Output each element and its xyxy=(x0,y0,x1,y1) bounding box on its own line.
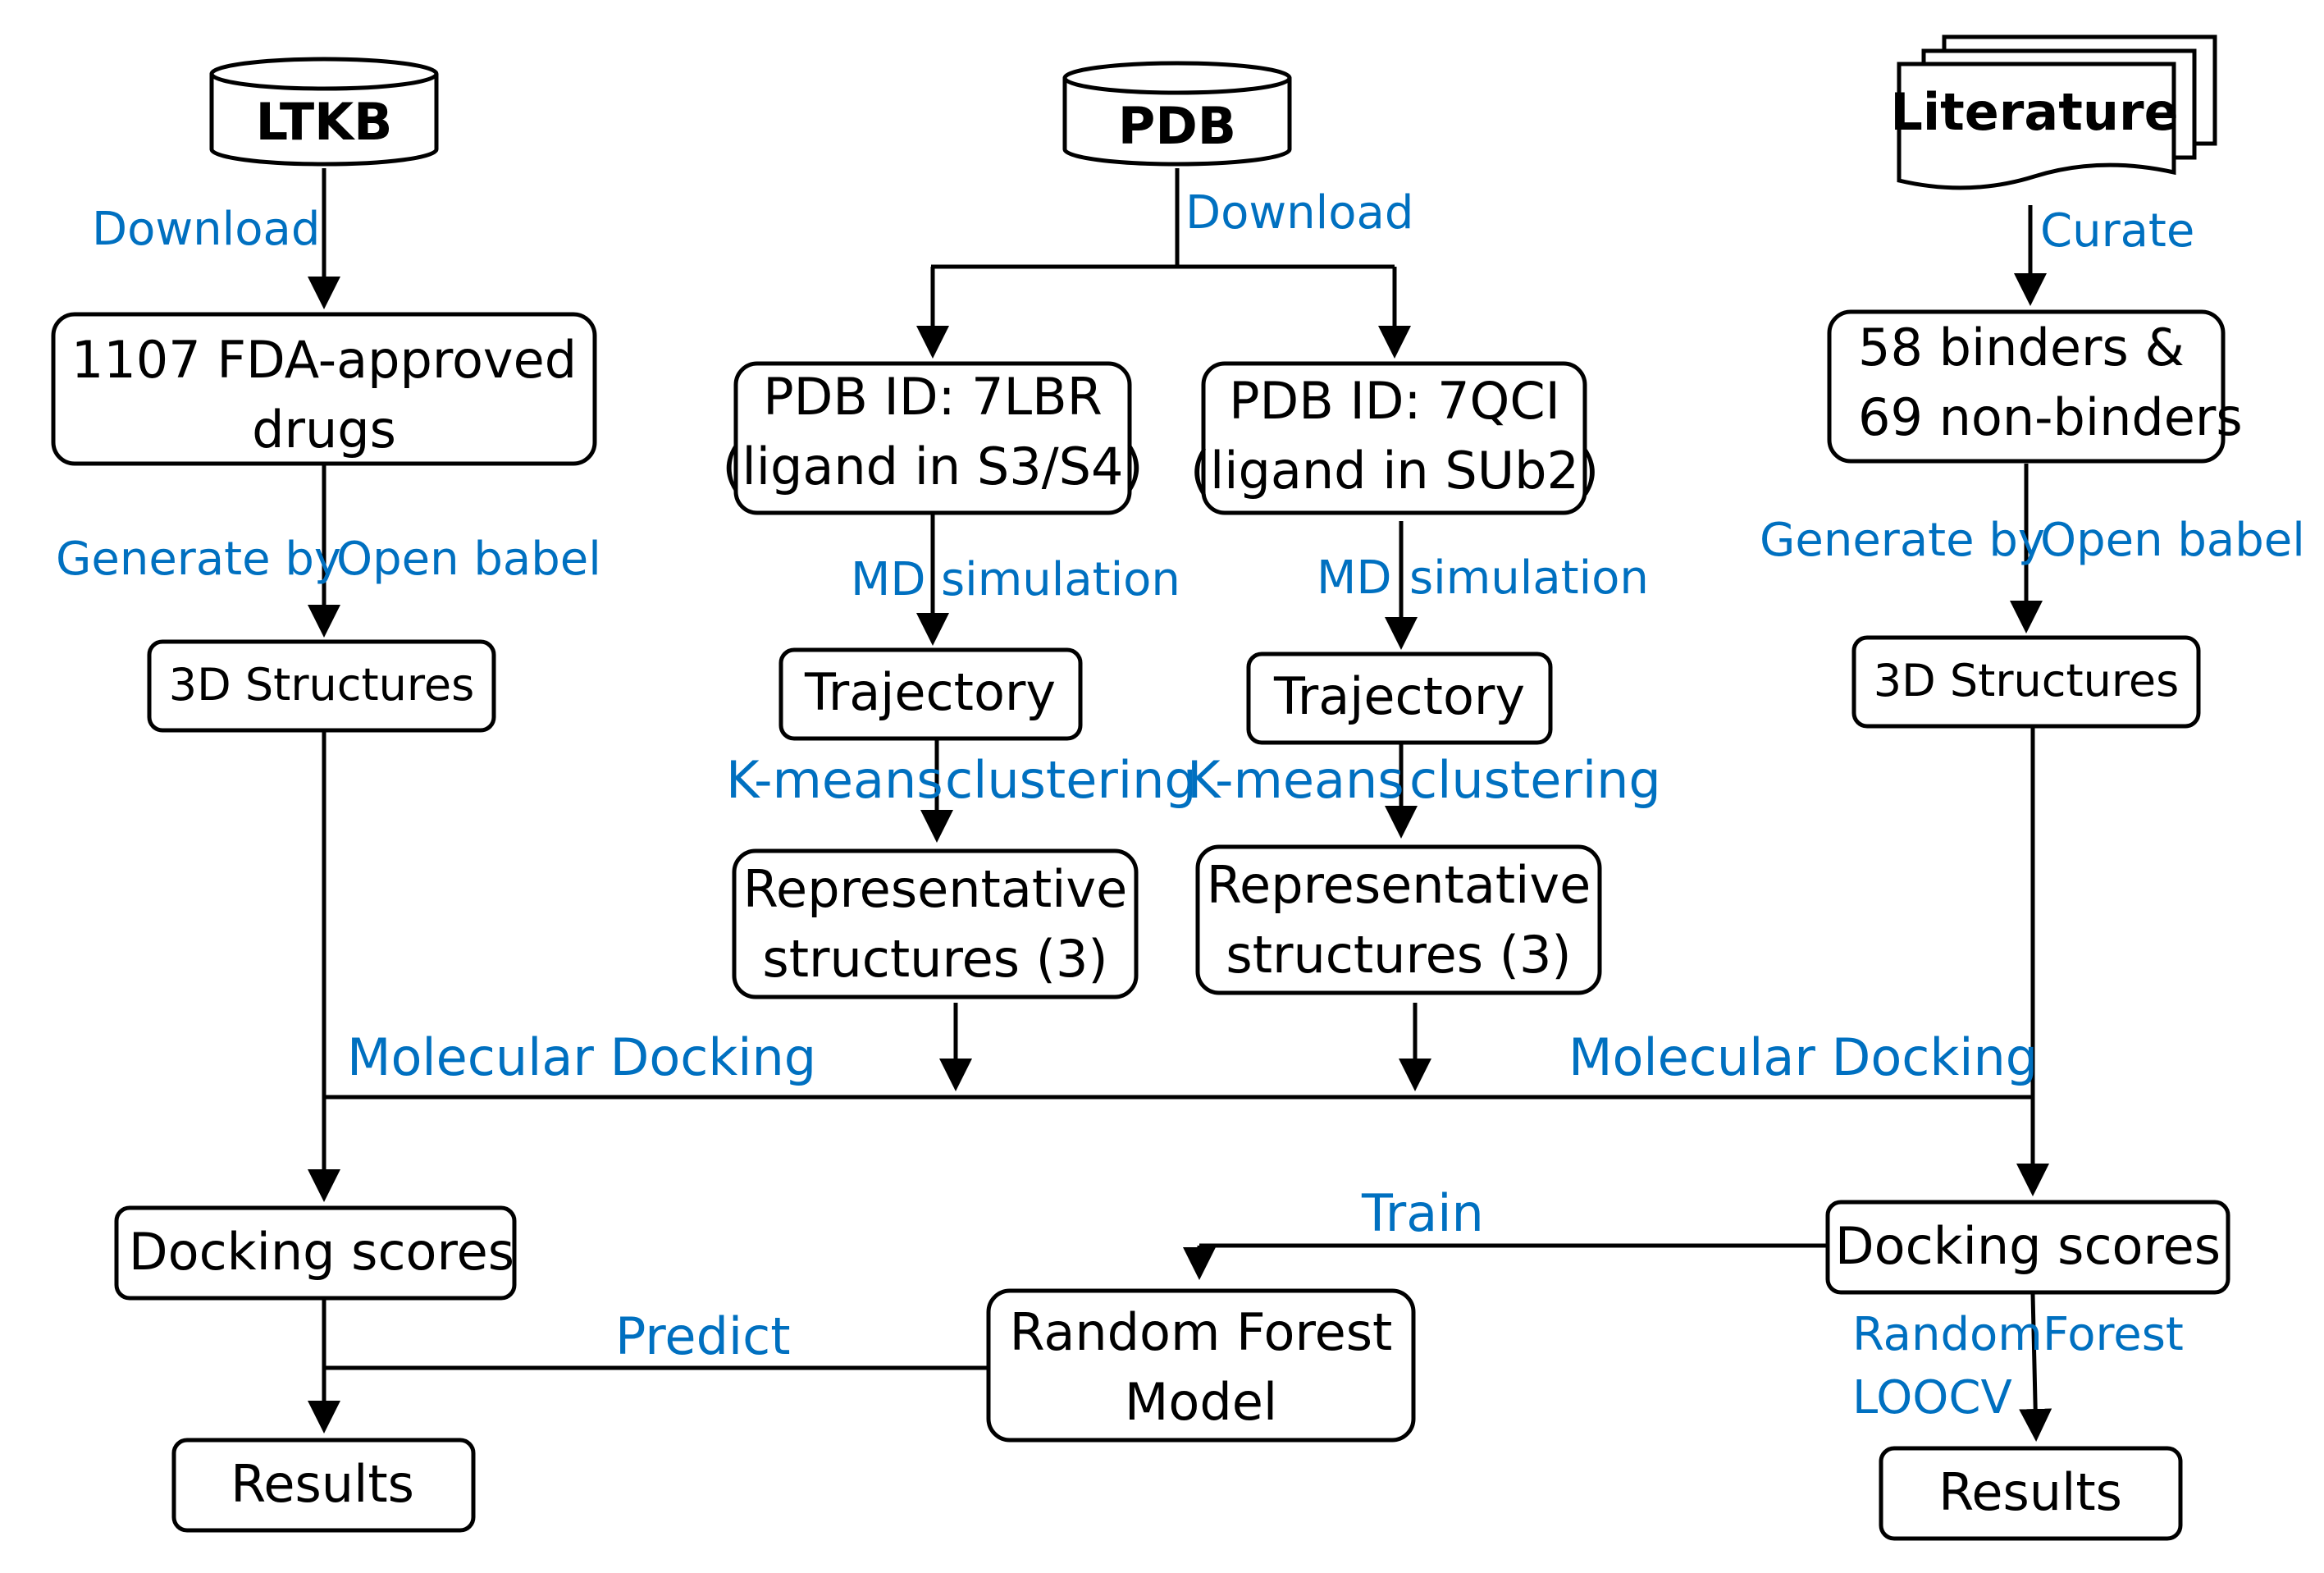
fda-drugs-line2: drugs xyxy=(252,400,396,460)
md-left-label-a: MD xyxy=(851,553,925,606)
binders-line1: 58 binders & xyxy=(1858,318,2185,377)
rep-structures-left-line2: structures (3) xyxy=(762,929,1107,989)
right-docking-scores-label: Docking scores xyxy=(1835,1216,2221,1276)
rep-structures-right-line1: Representative xyxy=(1207,855,1591,915)
rf-forest-label: Forest xyxy=(2043,1308,2184,1361)
right-3d-structures-box xyxy=(1851,635,2201,729)
literature-documents: Literature xyxy=(1890,34,2217,190)
curate-label: Curate xyxy=(2040,204,2194,258)
pdb-7qci-line1: PDB ID: 7QCI xyxy=(1229,371,1560,431)
right-open-babel-label: Open babel xyxy=(2040,514,2305,567)
left-results-label: Results xyxy=(231,1454,414,1514)
fda-drugs-box xyxy=(51,312,597,466)
left-results-box xyxy=(171,1438,476,1533)
ltkb-database: LTKB xyxy=(209,57,439,167)
pdb-7qci-box xyxy=(1201,361,1587,515)
left-molecular-docking-label: Molecular Docking xyxy=(347,1027,816,1087)
trajectory-left-label: Trajectory xyxy=(804,662,1056,722)
rep-structures-right-line2: structures (3) xyxy=(1226,925,1571,985)
rep-structures-left-line1: Representative xyxy=(743,859,1127,919)
rep-structures-right-box xyxy=(1195,844,1602,995)
left-open-babel-label: Open babel xyxy=(336,533,601,586)
fda-drugs-line1: 1107 FDA-approved xyxy=(71,330,577,390)
right-generate-by-label: Generate by xyxy=(1760,514,2045,567)
kmeans-right-label-a: K-means xyxy=(1187,750,1404,810)
right-molecular-docking-label: Molecular Docking xyxy=(1568,1027,2038,1087)
rep-structures-left-box xyxy=(732,848,1139,999)
right-3d-structures-label: 3D Structures xyxy=(1874,655,2179,706)
right-results-label: Results xyxy=(1938,1462,2122,1522)
random-forest-line2: Model xyxy=(1125,1372,1277,1432)
random-forest-box xyxy=(986,1288,1416,1443)
pdb-7lbr-box xyxy=(733,361,1132,515)
trajectory-right-box xyxy=(1246,652,1553,745)
loocv-label: LOOCV xyxy=(1852,1371,2012,1424)
binders-box xyxy=(1827,309,2226,464)
md-left-label-b: simulation xyxy=(941,553,1180,606)
random-forest-line1: Random Forest xyxy=(1010,1302,1393,1362)
left-docking-scores-label: Docking scores xyxy=(129,1222,514,1282)
right-results-box xyxy=(1879,1446,2183,1541)
pdb-download-label: Download xyxy=(1185,186,1413,240)
trajectory-right-label: Trajectory xyxy=(1273,666,1525,726)
md-right-label-b: simulation xyxy=(1409,551,1649,605)
left-3d-structures-box xyxy=(147,639,496,733)
left-3d-structures-label: 3D Structures xyxy=(169,659,474,711)
rf-random-label: Random xyxy=(1852,1308,2043,1361)
ltkb-label: LTKB xyxy=(256,92,393,152)
pdb-label: PDB xyxy=(1118,96,1236,156)
left-download-label: Download xyxy=(92,203,320,256)
pdb-database: PDB xyxy=(1062,61,1292,167)
md-right-label-a: MD xyxy=(1317,551,1391,605)
literature-label: Literature xyxy=(1890,82,2178,142)
left-docking-scores-box xyxy=(114,1205,517,1301)
kmeans-left-label-b: clustering xyxy=(945,750,1197,810)
kmeans-right-label-b: clustering xyxy=(1409,750,1661,810)
predict-label: Predict xyxy=(615,1306,791,1366)
pdb-7lbr-line2: (ligand in S3/S4) xyxy=(722,437,1143,496)
right-docking-scores-box xyxy=(1825,1200,2230,1295)
pdb-7qci-line2: (ligand in SUb2) xyxy=(1190,441,1599,501)
kmeans-left-label-a: K-means xyxy=(726,750,943,810)
pdb-7lbr-line1: PDB ID: 7LBR xyxy=(763,367,1103,427)
binders-line2: 69 non-binders xyxy=(1858,387,2243,447)
trajectory-left-box xyxy=(778,647,1083,741)
left-generate-by-label: Generate by xyxy=(56,533,341,586)
train-label: Train xyxy=(1361,1183,1484,1243)
